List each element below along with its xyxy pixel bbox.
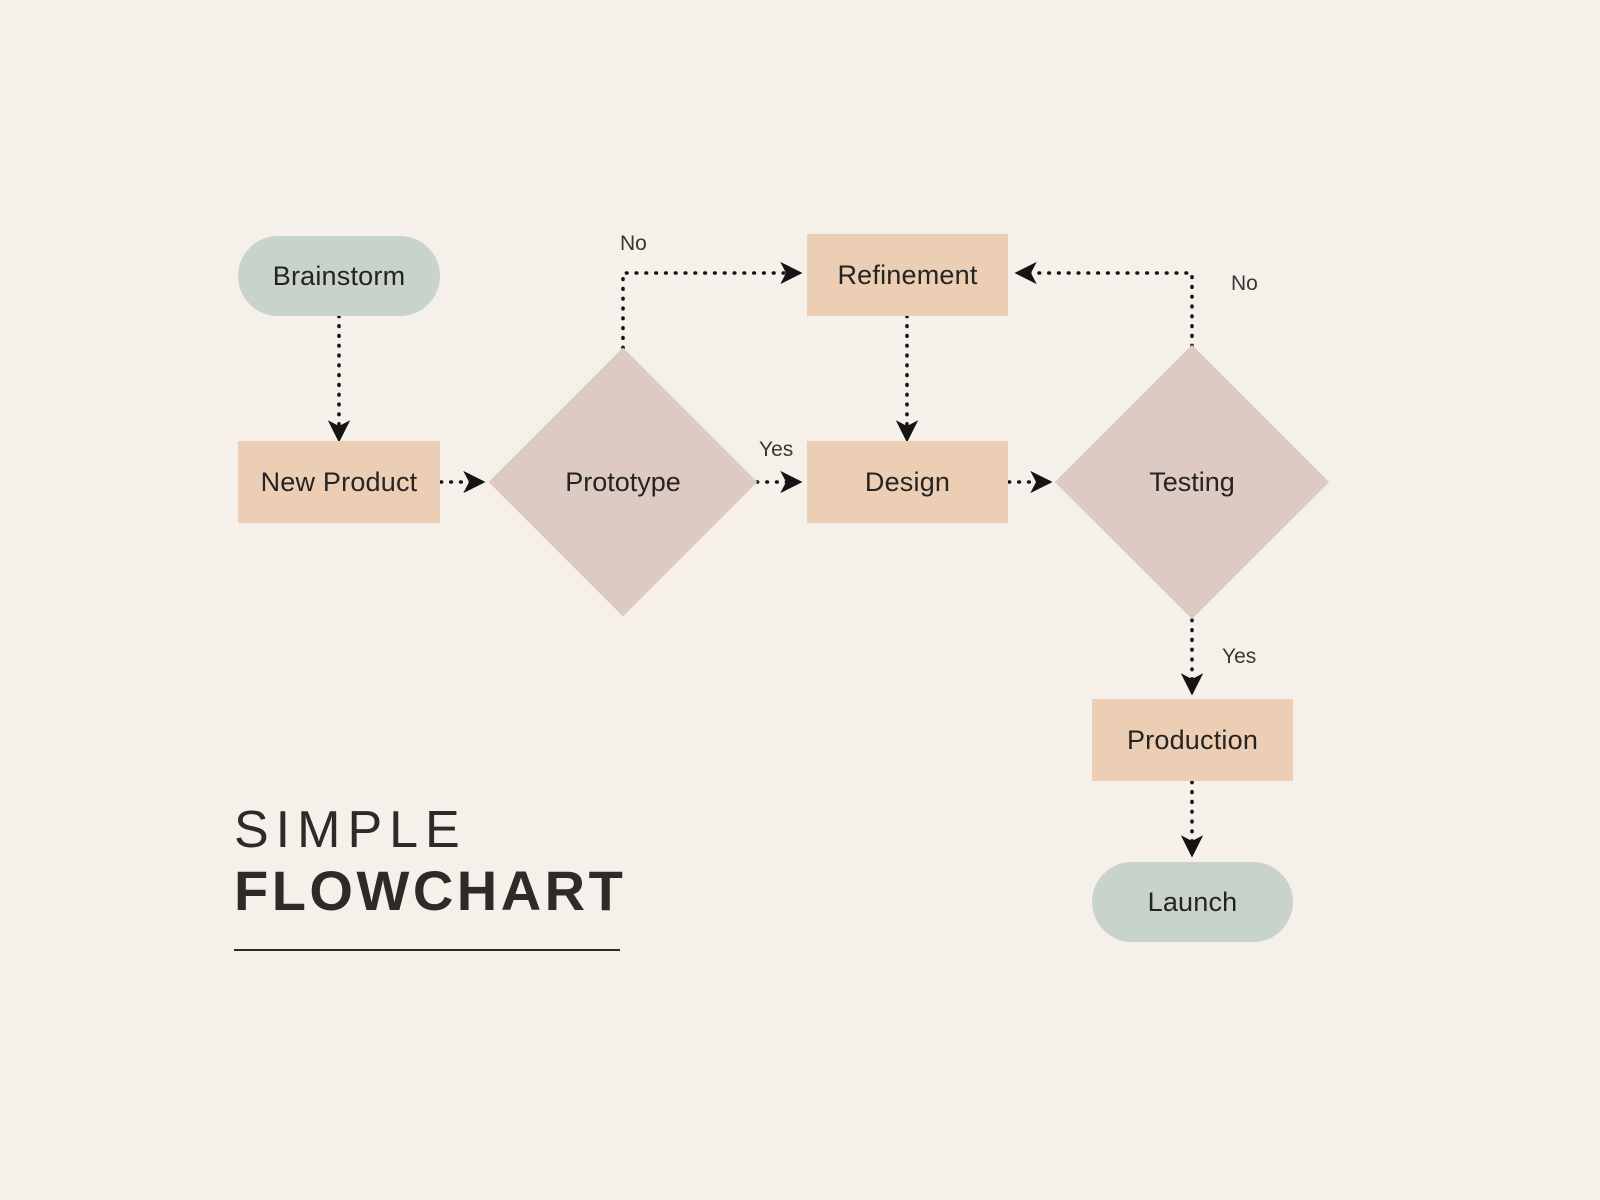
title-line-simple: SIMPLE xyxy=(234,801,467,859)
title-block: SIMPLE FLOWCHART xyxy=(234,800,634,952)
node-brainstorm-label: Brainstorm xyxy=(272,260,406,291)
edge-prototype-no-to-refinement xyxy=(621,261,803,350)
node-refinement-label: Refinement xyxy=(837,259,978,290)
node-production[interactable]: Production xyxy=(1092,699,1293,781)
title-underline-rule xyxy=(234,949,620,952)
node-testing-label: Testing xyxy=(1149,466,1235,497)
node-production-label: Production xyxy=(1126,724,1259,755)
node-launch-label: Launch xyxy=(1147,886,1238,917)
node-new-product-label: New Product xyxy=(260,466,418,497)
node-testing[interactable]: Testing xyxy=(1054,344,1330,620)
edge-label-prototype-no: No xyxy=(620,232,647,255)
node-launch[interactable]: Launch xyxy=(1092,862,1293,942)
node-refinement[interactable]: Refinement xyxy=(807,234,1008,316)
edge-label-testing-yes: Yes xyxy=(1222,645,1257,668)
title-line-flowchart: FLOWCHART xyxy=(234,859,627,923)
node-design-label: Design xyxy=(864,466,951,497)
edge-testing-no-to-refinement xyxy=(1014,261,1194,348)
node-prototype-label: Prototype xyxy=(565,466,681,497)
edge-label-prototype-yes: Yes xyxy=(759,438,794,461)
node-prototype[interactable]: Prototype xyxy=(488,347,758,617)
node-design[interactable]: Design xyxy=(807,441,1008,523)
node-new-product[interactable]: New Product xyxy=(238,441,440,523)
node-brainstorm[interactable]: Brainstorm xyxy=(238,236,440,316)
edge-label-testing-no: No xyxy=(1231,272,1258,295)
